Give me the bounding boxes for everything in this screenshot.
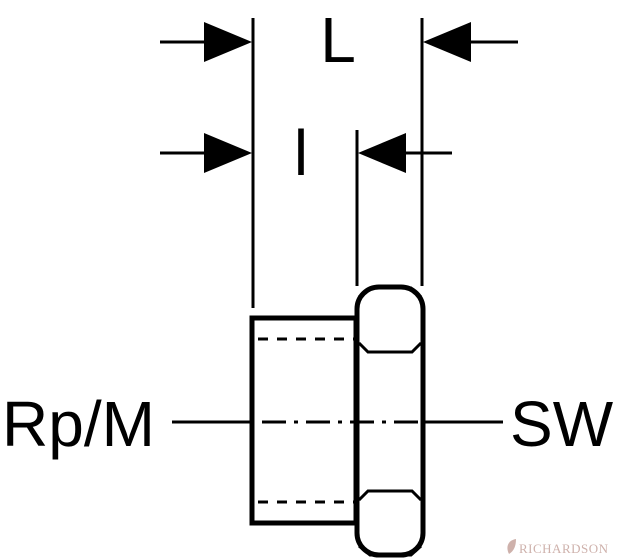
watermark-leaf-icon — [507, 539, 516, 554]
dimension-L-label: L — [320, 4, 356, 76]
arrowhead-l-left — [204, 133, 252, 173]
watermark-text: RICHARDSON — [519, 541, 609, 556]
arrowhead-l-right — [358, 133, 406, 173]
dimension-l-label: l — [294, 117, 308, 189]
wrench-size-label: SW — [510, 388, 614, 460]
hex-flat-upper — [358, 286, 423, 299]
dimension-L: L — [160, 4, 518, 76]
hex-flat-lower — [358, 544, 423, 557]
arrowhead-L-right — [423, 22, 471, 62]
hex-edge-lower — [357, 489, 423, 502]
thread-type-label: Rp/M — [2, 388, 155, 460]
watermark: RICHARDSON — [507, 539, 608, 556]
hex-nut — [354, 284, 426, 558]
arrowhead-L-left — [204, 22, 252, 62]
hex-edge-upper — [357, 341, 423, 354]
dimension-l: l — [160, 117, 452, 189]
